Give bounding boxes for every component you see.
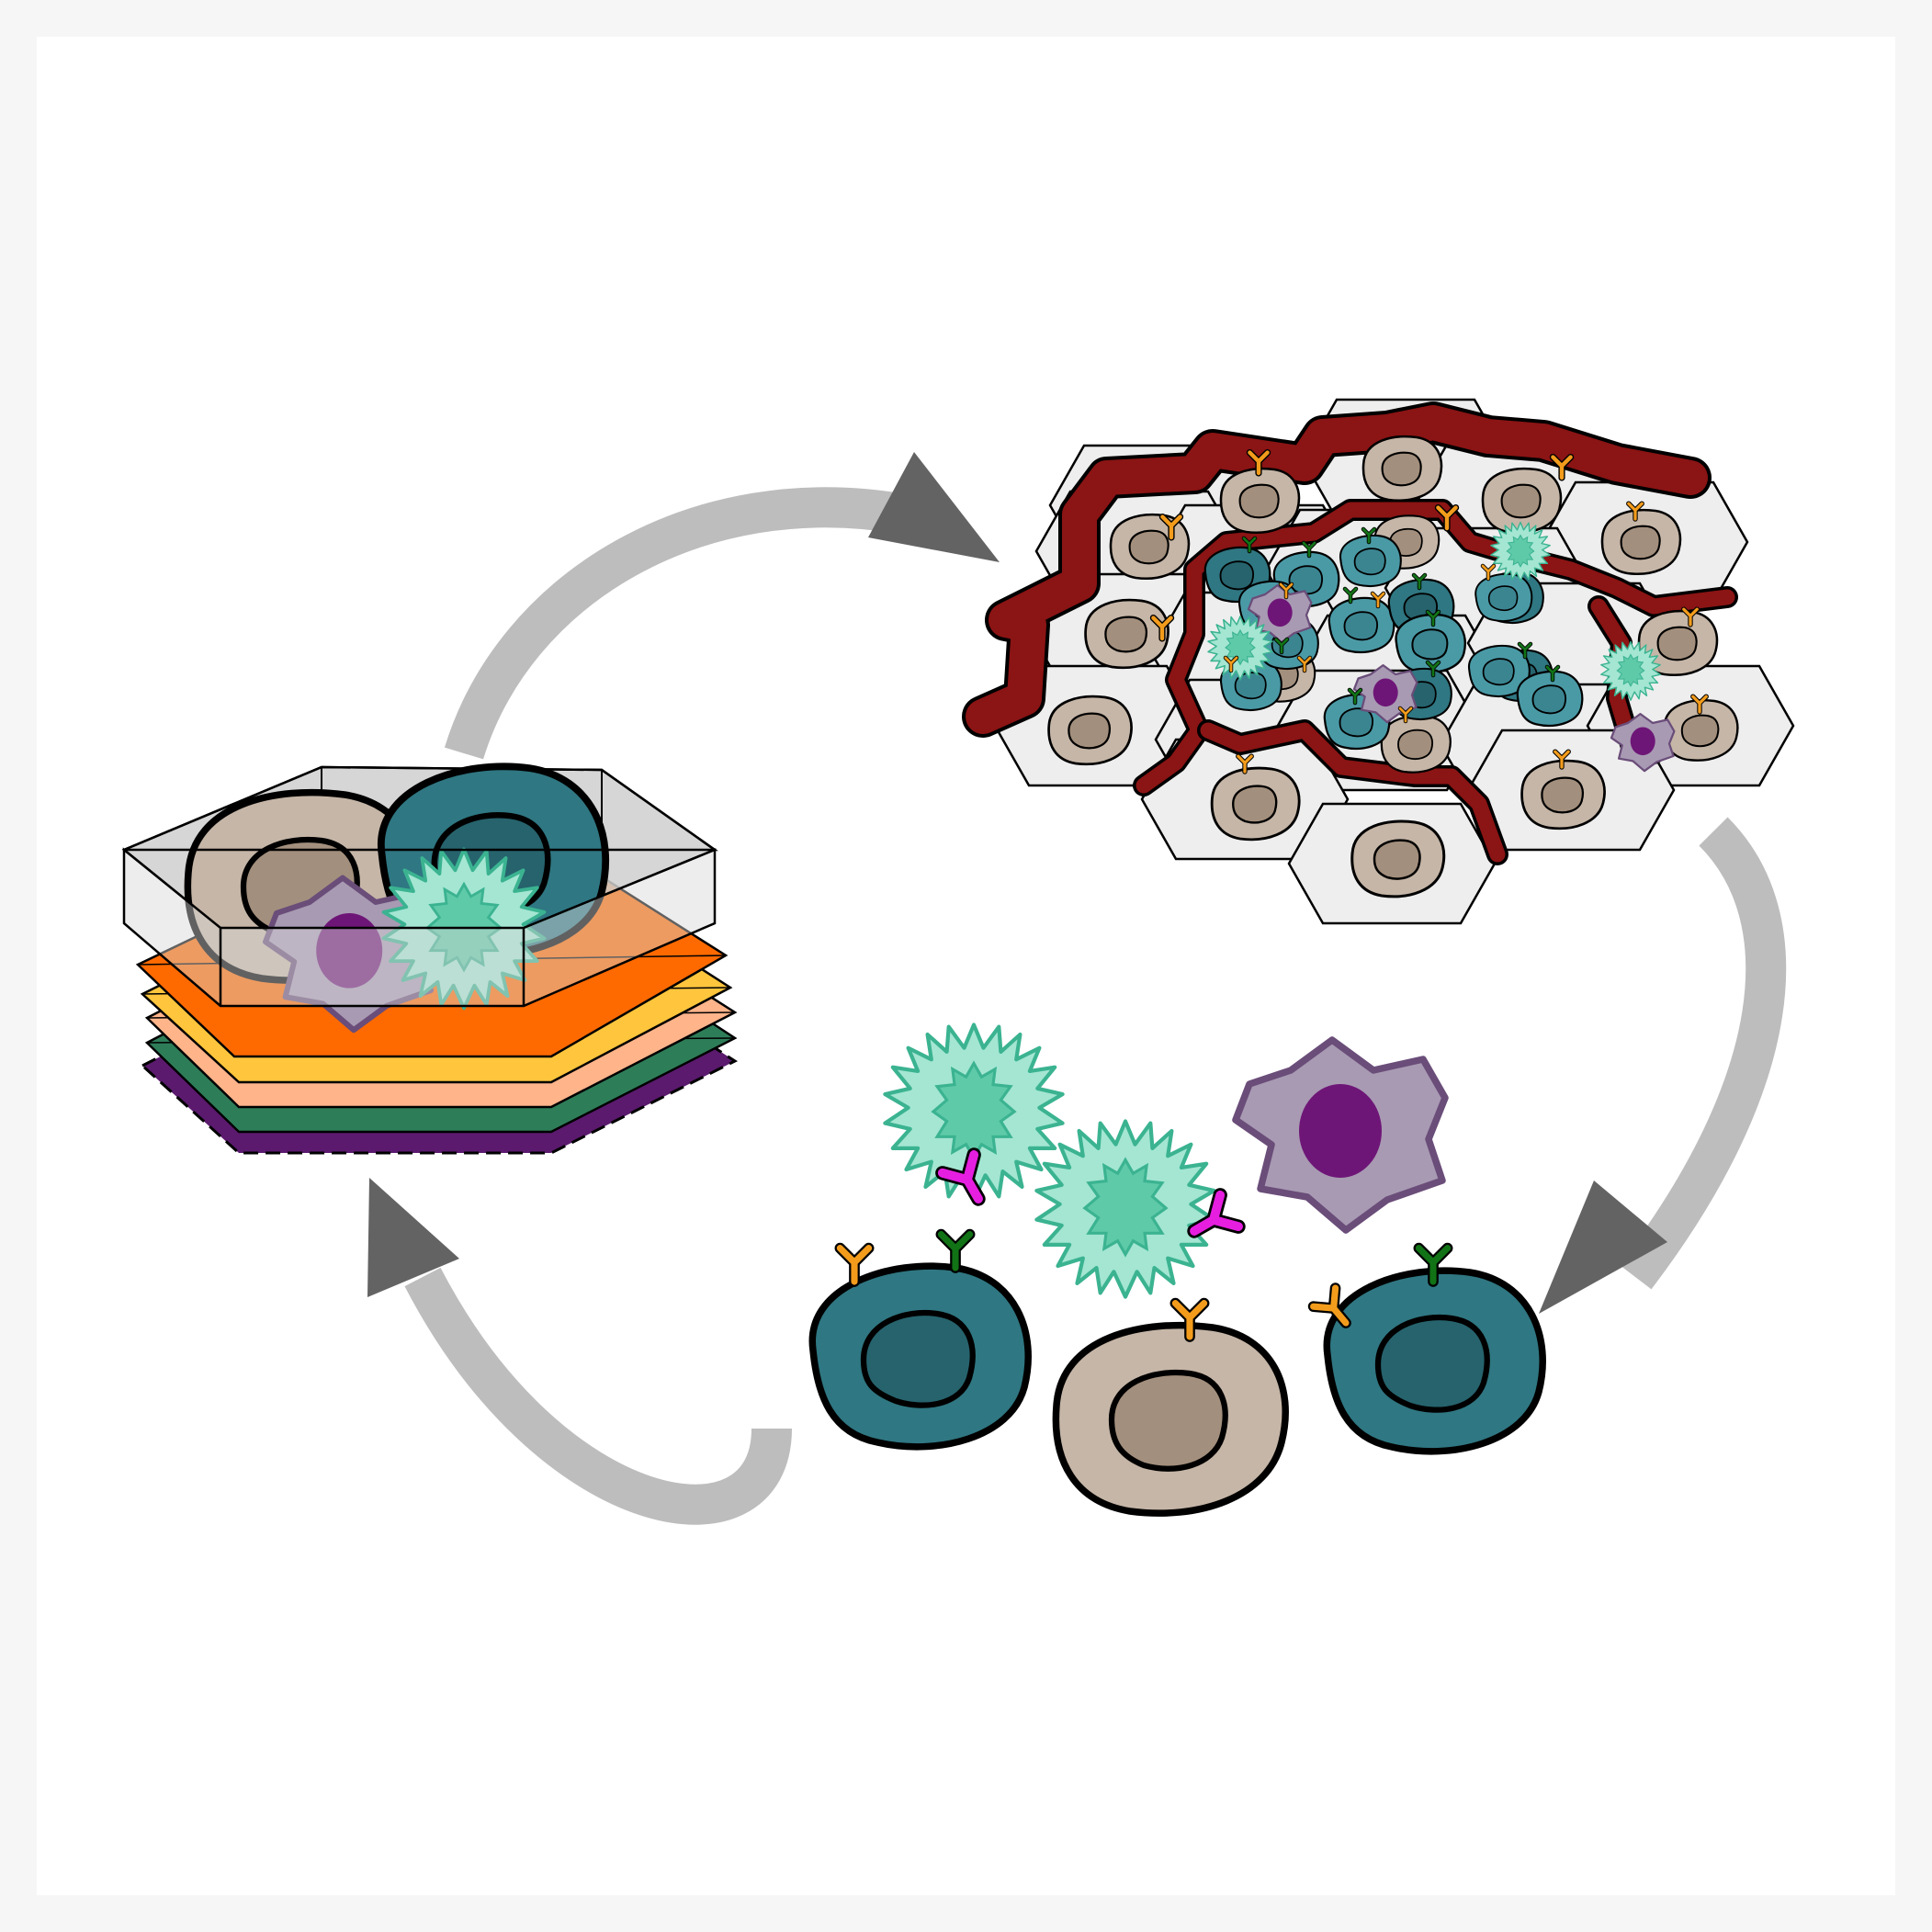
tumor-cell (1327, 1271, 1542, 1452)
tissue-microenvironment-icon (962, 398, 1795, 925)
blood-vessel (962, 401, 1738, 865)
arrow-top-left (444, 452, 1000, 760)
t-cell-antibody (1036, 1122, 1214, 1297)
receptor-green (941, 1235, 969, 1268)
multilayer-model-icon (121, 766, 739, 1155)
normal-cell (1056, 1326, 1285, 1514)
cycle-arrow-icon (367, 452, 1787, 1525)
arrow-right (1539, 817, 1787, 1314)
dissociated-cells-icon (812, 1025, 1542, 1514)
macrophage-cell (1236, 1040, 1445, 1230)
arrow-bottom-left (367, 1178, 792, 1525)
tumor-cell (812, 1266, 1028, 1447)
